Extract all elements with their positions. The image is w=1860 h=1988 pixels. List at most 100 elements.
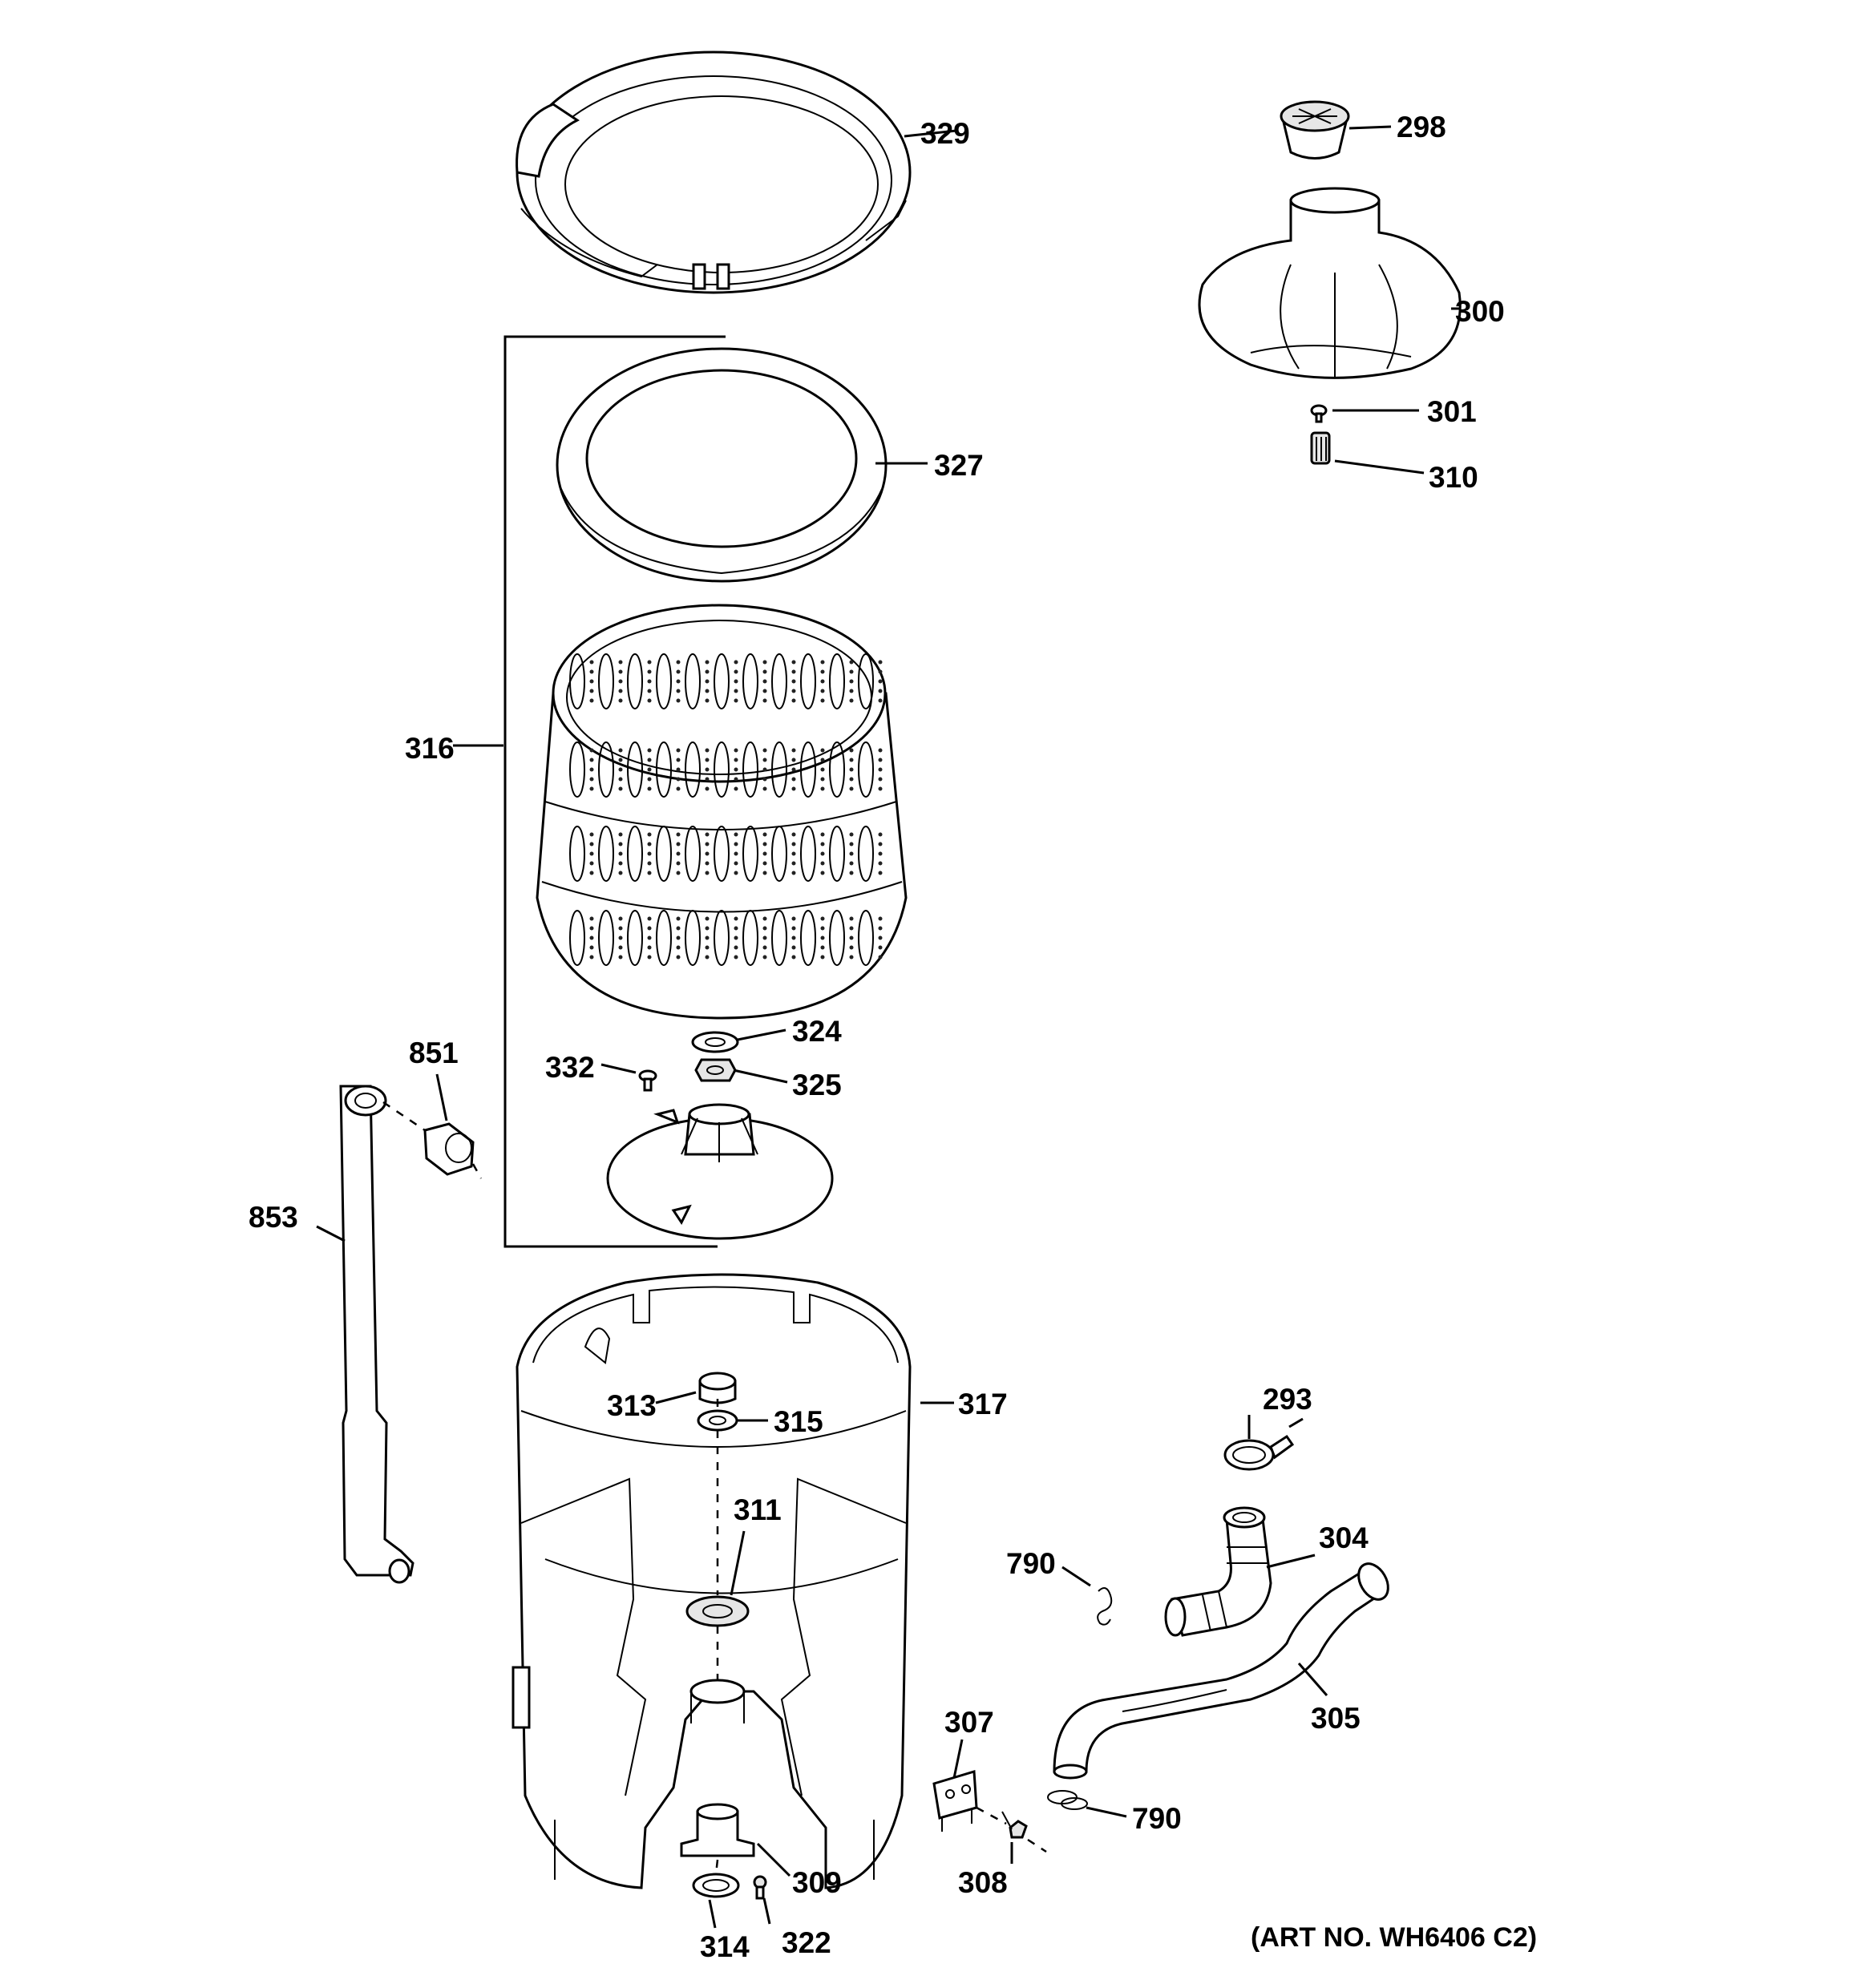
label-307: 307	[944, 1706, 994, 1739]
part-307-bracket[interactable]	[932, 1770, 978, 1832]
basket-hole	[734, 767, 738, 772]
basket-hub[interactable]	[606, 1103, 834, 1240]
basket-hole	[647, 689, 652, 693]
basket-hole	[705, 767, 710, 772]
basket-hole	[762, 767, 767, 772]
basket-hole	[618, 832, 623, 837]
part-329-tub-cover[interactable]	[516, 51, 912, 294]
basket-hole	[820, 935, 825, 940]
part-322-screw[interactable]	[753, 1875, 767, 1900]
basket-hole	[734, 955, 738, 960]
part-315-washer[interactable]	[697, 1409, 738, 1432]
basket-hole	[705, 669, 710, 674]
part-305-drain-hose[interactable]	[1053, 1558, 1394, 1780]
basket-hole	[647, 698, 652, 703]
basket-hole	[647, 748, 652, 753]
part-308-screw[interactable]	[1001, 1811, 1028, 1839]
basket-hole	[820, 871, 825, 875]
basket-hole	[676, 935, 681, 940]
part-300-agitator[interactable]	[1198, 187, 1462, 379]
basket-hole	[849, 955, 854, 960]
part-293-hose-clamp[interactable]	[1223, 1434, 1295, 1471]
part-790-clamp-lower[interactable]	[1047, 1790, 1088, 1810]
basket-hole	[589, 669, 594, 674]
part-851-grommet[interactable]	[423, 1122, 475, 1176]
basket-slot	[858, 741, 874, 798]
part-324-washer[interactable]	[691, 1031, 739, 1053]
part-327-balance-ring[interactable]	[556, 347, 888, 583]
basket-hole	[762, 786, 767, 791]
basket-slot	[598, 910, 614, 966]
basket-hole	[589, 861, 594, 866]
basket-hole	[762, 935, 767, 940]
basket-hole	[705, 689, 710, 693]
label-313: 313	[607, 1389, 657, 1422]
basket-hole	[676, 698, 681, 703]
basket-hole	[762, 689, 767, 693]
basket-hole	[878, 698, 883, 703]
basket-hole	[762, 777, 767, 782]
basket-hole	[878, 758, 883, 762]
basket-slot	[627, 910, 643, 966]
basket-hole	[734, 660, 738, 665]
basket-hole	[589, 926, 594, 931]
basket-hole	[878, 945, 883, 950]
part-304-pump-hose[interactable]	[1164, 1506, 1272, 1637]
basket-hole	[618, 777, 623, 782]
basket-slot	[771, 653, 787, 709]
basket-hole	[791, 777, 796, 782]
part-309-drain-outlet[interactable]	[680, 1803, 755, 1857]
basket-hole	[589, 832, 594, 837]
part-332-screw[interactable]	[638, 1069, 657, 1092]
basket-hole	[589, 916, 594, 921]
basket-hole	[618, 916, 623, 921]
basket-hole	[647, 758, 652, 762]
part-853-air-dome-tube[interactable]	[339, 1085, 414, 1584]
basket-hole	[618, 758, 623, 762]
basket-hole	[647, 935, 652, 940]
basket-hole	[762, 851, 767, 856]
basket-hole	[647, 871, 652, 875]
part-313-seal[interactable]	[698, 1372, 737, 1404]
part-311-drain-seal[interactable]	[685, 1595, 750, 1627]
basket-hole	[849, 660, 854, 665]
basket-hole	[705, 832, 710, 837]
basket-hole	[791, 669, 796, 674]
part-314-washer[interactable]	[692, 1873, 740, 1898]
basket-hole	[791, 926, 796, 931]
basket-slot	[656, 910, 672, 966]
basket-hole	[705, 777, 710, 782]
part-301-screw[interactable]	[1310, 404, 1328, 423]
basket-hole	[647, 669, 652, 674]
basket-hole	[820, 842, 825, 847]
part-298-agitator-cap[interactable]	[1280, 100, 1350, 160]
part-790-clamp-upper[interactable]	[1097, 1587, 1113, 1626]
basket[interactable]	[536, 604, 908, 1020]
basket-hole	[589, 679, 594, 684]
basket-hole	[878, 832, 883, 837]
part-310-spline[interactable]	[1310, 431, 1331, 465]
basket-hole	[618, 871, 623, 875]
basket-hole	[618, 660, 623, 665]
basket-slot	[800, 826, 816, 882]
basket-hole	[849, 945, 854, 950]
basket-hole	[647, 861, 652, 866]
part-317-outer-tub[interactable]	[512, 1273, 912, 1889]
basket-hole	[762, 955, 767, 960]
basket-slot	[569, 826, 585, 882]
basket-hole	[647, 777, 652, 782]
basket-hole	[618, 669, 623, 674]
basket-hole	[705, 861, 710, 866]
basket-hole	[589, 660, 594, 665]
basket-hole	[734, 748, 738, 753]
part-325-nut[interactable]	[694, 1058, 737, 1082]
basket-hole	[705, 842, 710, 847]
basket-slot	[829, 910, 845, 966]
label-316: 316	[405, 732, 455, 765]
basket-slot	[685, 910, 701, 966]
basket-hole	[705, 851, 710, 856]
basket-hole	[589, 871, 594, 875]
basket-hole	[820, 767, 825, 772]
label-790-upper: 790	[1006, 1547, 1056, 1580]
